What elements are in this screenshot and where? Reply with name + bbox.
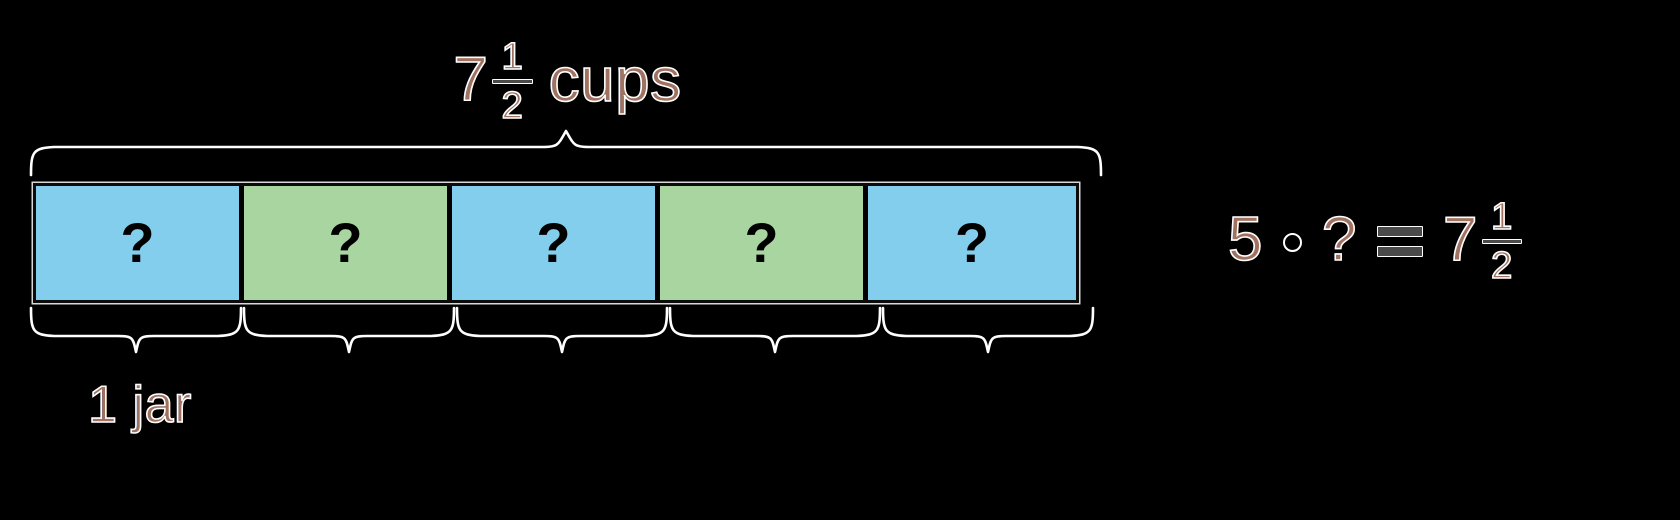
tape-cell-5[interactable]: ? [868,186,1076,300]
fraction-one-half: 1 2 [492,34,533,127]
unit-label-one-jar: 1 jar [36,375,244,435]
bottom-brace-3 [455,306,669,354]
result-fraction-denominator: 2 [1490,243,1513,287]
bottom-brace-4 [668,306,882,354]
fraction-numerator: 1 [501,34,524,78]
equation-unknown[interactable]: ? [1321,205,1357,275]
tape-cell-4[interactable]: ? [660,186,868,300]
whole-number: 7 [453,45,489,115]
equation-result-mixed-number: 7 1 2 [1442,194,1523,287]
equation-left-factor: 5 [1227,205,1263,275]
fraction-bar [492,78,533,84]
equation: 5 ? 7 1 2 [1227,194,1523,287]
multiplication-dot-icon [1282,232,1302,252]
one-jar-text: 1 jar [87,375,192,435]
fraction-denominator: 2 [501,83,524,127]
top-brace [29,129,1103,177]
tape-cell-value: ? [536,211,571,274]
unit-label-cups: cups [548,45,682,116]
equals-bar-bottom [1376,245,1423,257]
tape-diagram-bar: ? ? ? ? ? [33,183,1079,303]
equals-bar-top [1376,225,1423,237]
mixed-number-seven-and-half: 7 1 2 [453,34,533,127]
tape-cell-1[interactable]: ? [36,186,244,300]
result-whole-number: 7 [1442,205,1478,275]
tape-cell-3[interactable]: ? [452,186,660,300]
tape-cell-value: ? [744,211,779,274]
tape-cell-2[interactable]: ? [244,186,452,300]
bottom-brace-5 [881,306,1095,354]
result-fraction-bar [1481,238,1523,244]
equals-sign-icon [1376,225,1423,257]
tape-cell-value: ? [954,211,990,274]
total-amount-label: 7 1 2 cups [0,34,1135,127]
tape-cell-value: ? [120,211,155,274]
bottom-brace-group [29,306,1095,354]
bottom-brace-2 [242,306,456,354]
tape-cell-value: ? [328,211,363,274]
result-fraction-one-half: 1 2 [1481,194,1523,287]
bottom-brace-1 [29,306,243,354]
result-fraction-numerator: 1 [1490,194,1513,238]
